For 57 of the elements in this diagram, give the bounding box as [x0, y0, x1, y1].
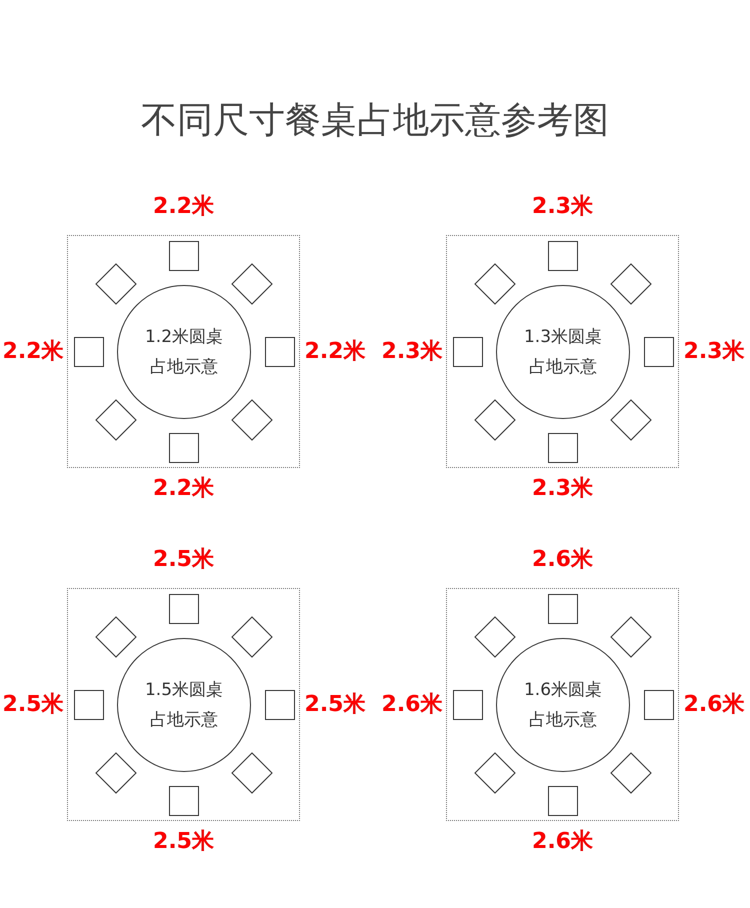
dimension-label: 2.6米: [382, 690, 442, 718]
dimension-label: 2.5米: [2, 690, 64, 718]
square-seat: [548, 594, 578, 624]
square-seat: [644, 337, 674, 367]
dotted-area: [446, 235, 679, 468]
dimension-label: 2.2米: [153, 475, 214, 503]
diamond-seat: [474, 616, 516, 658]
dotted-area: [446, 588, 679, 821]
diamond-seat: [474, 752, 516, 794]
table-label: 1.5米圆桌占地示意: [144, 679, 224, 732]
dimension-label: 2.6米: [684, 690, 744, 718]
dimension-label: 2.5米: [153, 828, 214, 856]
dimension-label: 2.2米: [304, 338, 366, 366]
dimension-label: 2.2米: [2, 338, 64, 366]
square-seat: [265, 337, 295, 367]
square-seat: [548, 786, 578, 816]
square-seat: [265, 690, 295, 720]
square-seat: [453, 337, 483, 367]
diamond-seat: [95, 616, 137, 658]
dimension-label: 2.3米: [382, 338, 442, 366]
diamond-seat: [474, 399, 516, 441]
square-seat: [169, 241, 199, 271]
diamond-seat: [610, 263, 652, 305]
dimension-label: 2.3米: [684, 338, 744, 366]
diamond-seat: [231, 263, 273, 305]
diamond-seat: [95, 752, 137, 794]
dimension-label: 2.6米: [532, 546, 593, 574]
dimension-label: 2.5米: [153, 546, 214, 574]
diamond-seat: [474, 263, 516, 305]
diamond-seat: [610, 752, 652, 794]
square-seat: [169, 786, 199, 816]
diamond-seat: [95, 263, 137, 305]
square-seat: [169, 594, 199, 624]
table-label: 1.2米圆桌占地示意: [144, 326, 224, 379]
diamond-seat: [231, 752, 273, 794]
square-seat: [74, 337, 104, 367]
diamond-seat: [610, 399, 652, 441]
square-seat: [453, 690, 483, 720]
square-seat: [548, 241, 578, 271]
dotted-area: [67, 588, 300, 821]
dimension-label: 2.6米: [532, 828, 593, 856]
square-seat: [548, 433, 578, 463]
square-seat: [74, 690, 104, 720]
dimension-label: 2.5米: [304, 690, 366, 718]
square-seat: [169, 433, 199, 463]
diamond-seat: [231, 399, 273, 441]
diamond-seat: [231, 616, 273, 658]
diamond-seat: [95, 399, 137, 441]
square-seat: [644, 690, 674, 720]
diamond-seat: [610, 616, 652, 658]
dotted-area: [67, 235, 300, 468]
table-label: 1.3米圆桌占地示意: [522, 326, 604, 379]
table-label: 1.6米圆桌占地示意: [522, 679, 604, 732]
dimension-label: 2.3米: [532, 193, 593, 221]
dimension-label: 2.3米: [532, 475, 593, 503]
dimension-label: 2.2米: [153, 193, 214, 221]
title: 不同尺寸餐桌占地示意参考图: [140, 99, 610, 143]
